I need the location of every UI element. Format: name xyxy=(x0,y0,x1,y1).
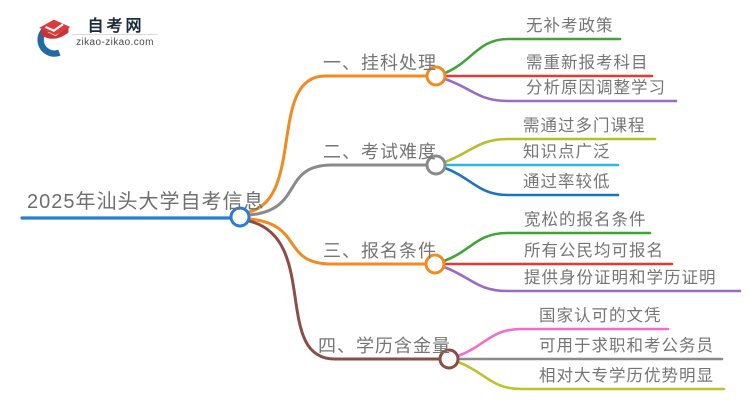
child-line-1-1 xyxy=(443,37,622,75)
graduation-cap-icon xyxy=(37,19,71,57)
child-label-4-1: 国家认可的文凭 xyxy=(539,307,662,325)
child-label-3-1: 宽松的报名条件 xyxy=(524,211,647,229)
branch-label-3: 三、报名条件 xyxy=(323,241,437,261)
child-line-3-3 xyxy=(442,265,742,293)
child-label-1-1: 无补考政策 xyxy=(526,17,614,35)
branch-label-4: 四、学历含金量 xyxy=(318,336,451,356)
logo-title: 自考网 xyxy=(87,18,145,35)
child-line-1-3 xyxy=(443,77,678,103)
branch-curve-3 xyxy=(247,217,428,266)
child-label-1-3: 分析原因调整学习 xyxy=(526,79,666,97)
child-label-2-3: 通过率较低 xyxy=(523,173,611,191)
branch-node-circle-4[interactable] xyxy=(438,348,460,370)
child-label-1-2: 需重新报考科目 xyxy=(526,54,649,72)
logo-domain: zikao-zikao.com xyxy=(76,37,154,48)
root-node-circle[interactable] xyxy=(229,206,251,228)
branch-node-circle-1[interactable] xyxy=(425,65,447,87)
site-logo[interactable]: 自考网 zikao-zikao.com xyxy=(26,8,166,57)
branch-curve-1 xyxy=(247,74,429,214)
child-line-4-1 xyxy=(456,327,670,358)
child-line-2-3 xyxy=(443,166,620,197)
child-label-2-2: 知识点广泛 xyxy=(523,143,611,161)
child-label-2-1: 需通过多门课程 xyxy=(523,117,646,135)
logo-divider xyxy=(72,34,158,35)
child-label-3-3: 提供身份证明和学历证明 xyxy=(524,269,717,287)
child-label-3-2: 所有公民均可报名 xyxy=(524,242,664,260)
branch-label-1: 一、挂科处理 xyxy=(323,53,437,73)
branch-node-circle-3[interactable] xyxy=(424,253,446,275)
branch-label-2: 二、考试难度 xyxy=(323,142,437,162)
child-line-3-1 xyxy=(442,231,652,263)
branch-curve-4 xyxy=(247,219,442,361)
child-line-2-1 xyxy=(443,137,657,164)
child-label-4-2: 可用于求职和考公务员 xyxy=(539,337,714,355)
branch-node-circle-2[interactable] xyxy=(425,154,447,176)
child-line-4-3 xyxy=(456,360,726,391)
root-label: 2025年汕头大学自考信息 xyxy=(27,191,265,213)
child-label-4-3: 相对大专学历优势明显 xyxy=(539,367,714,385)
branch-curve-2 xyxy=(247,163,429,217)
